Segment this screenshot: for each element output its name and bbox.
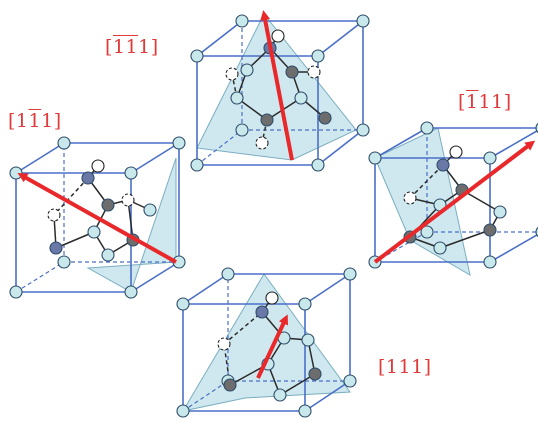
- corner-atom: [57, 136, 71, 150]
- lattice-atom: [143, 203, 157, 217]
- corner-atom: [235, 14, 249, 28]
- lattice-atom: [121, 193, 135, 207]
- label-text: [: [458, 91, 466, 113]
- corner-atom: [9, 285, 23, 299]
- lattice-atom: [493, 205, 507, 219]
- label-text: 1]: [138, 36, 159, 58]
- lattice-atom: [449, 145, 463, 159]
- lattice-atom: [307, 65, 321, 79]
- corner-atom: [124, 285, 138, 299]
- lattice-atom: [225, 67, 239, 81]
- lattice-atom: [301, 333, 315, 347]
- lattice-atom: [230, 91, 244, 105]
- corner-atom: [235, 123, 249, 137]
- corner-atom: [356, 123, 370, 137]
- corner-atom: [221, 267, 235, 281]
- direction-label-top-left: [111]: [105, 36, 159, 58]
- label-text: 11]: [478, 91, 512, 113]
- corner-atom: [368, 151, 382, 165]
- cube-left: [9, 136, 186, 299]
- corner-atom: [124, 166, 138, 180]
- corner-atom: [420, 121, 434, 135]
- overlined-digit: 1: [28, 110, 42, 132]
- direction-label-bottom: [111]: [378, 356, 432, 378]
- label-text: [1: [8, 110, 29, 132]
- label-text: [111]: [378, 356, 432, 378]
- lattice-atom: [47, 208, 61, 222]
- corner-atom: [9, 166, 23, 180]
- corner-atom: [176, 297, 190, 311]
- lattice-atom: [91, 159, 105, 173]
- corner-atom: [343, 374, 357, 388]
- lattice-atom: [255, 136, 269, 150]
- corner-atom: [298, 404, 312, 418]
- corner-atom: [420, 225, 434, 239]
- corner-atom: [343, 267, 357, 281]
- corner-atom: [190, 49, 204, 63]
- lattice-atom: [265, 291, 279, 305]
- overlined-digit: 1: [465, 91, 479, 113]
- lattice-atom: [101, 198, 115, 212]
- lattice-atom: [483, 223, 497, 237]
- lattice-atom: [285, 65, 299, 79]
- lattice-atom: [255, 305, 269, 319]
- cube-top: [190, 10, 370, 172]
- lattice-atom: [87, 225, 101, 239]
- corner-atom: [172, 136, 186, 150]
- lattice-atom: [433, 241, 447, 255]
- direction-arrow: [17, 173, 177, 264]
- label-text: 1]: [41, 110, 62, 132]
- lattice-atom: [271, 29, 285, 43]
- direction-arrow: [260, 10, 294, 161]
- corner-atom: [298, 297, 312, 311]
- corner-atom: [176, 404, 190, 418]
- direction-label-left: [111]: [8, 110, 62, 132]
- lattice-atom: [403, 191, 417, 205]
- lattice-atom: [294, 91, 308, 105]
- lattice-atom: [81, 171, 95, 185]
- corner-atom: [356, 14, 370, 28]
- corner-atom: [311, 158, 325, 172]
- corner-atom: [483, 151, 497, 165]
- lattice-atom: [273, 388, 287, 402]
- lattice-atom: [217, 337, 231, 351]
- lattice-atom: [240, 63, 254, 77]
- corner-atom: [311, 49, 325, 63]
- overlined-digit: 1: [125, 36, 139, 58]
- direction-arrow: [373, 140, 536, 264]
- lattice-atom: [436, 158, 450, 172]
- label-text: [: [105, 36, 113, 58]
- corner-atom: [483, 255, 497, 269]
- corner-atom: [57, 255, 71, 269]
- corner-atom: [190, 158, 204, 172]
- lattice-atom: [223, 378, 237, 392]
- lattice-atom: [49, 241, 63, 255]
- lattice-atom: [101, 248, 115, 262]
- direction-arrow: [256, 314, 288, 379]
- cube-bottom: [176, 267, 357, 418]
- cube-right: [368, 121, 538, 277]
- direction-label-right: [111]: [458, 91, 512, 113]
- overlined-digit: 1: [112, 36, 126, 58]
- lattice-atom: [260, 113, 274, 127]
- lattice-atom: [308, 367, 322, 381]
- lattice-atom: [318, 111, 332, 125]
